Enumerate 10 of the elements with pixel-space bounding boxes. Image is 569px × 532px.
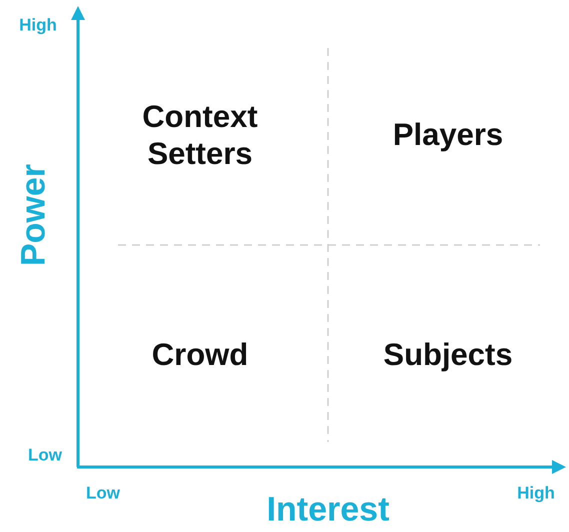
quadrant-label: Players [392,116,504,154]
quadrant-label: Context Setters [141,98,259,172]
quadrant-label: Crowd [152,336,248,374]
axis-label: Low [28,444,62,466]
quadrant-label: Subjects [383,336,513,374]
axis-label: High [517,482,555,504]
axis-title: Power [14,164,54,266]
axis-label: Low [86,482,120,504]
axis-title: Interest [266,490,390,530]
axis-label: High [19,14,57,36]
